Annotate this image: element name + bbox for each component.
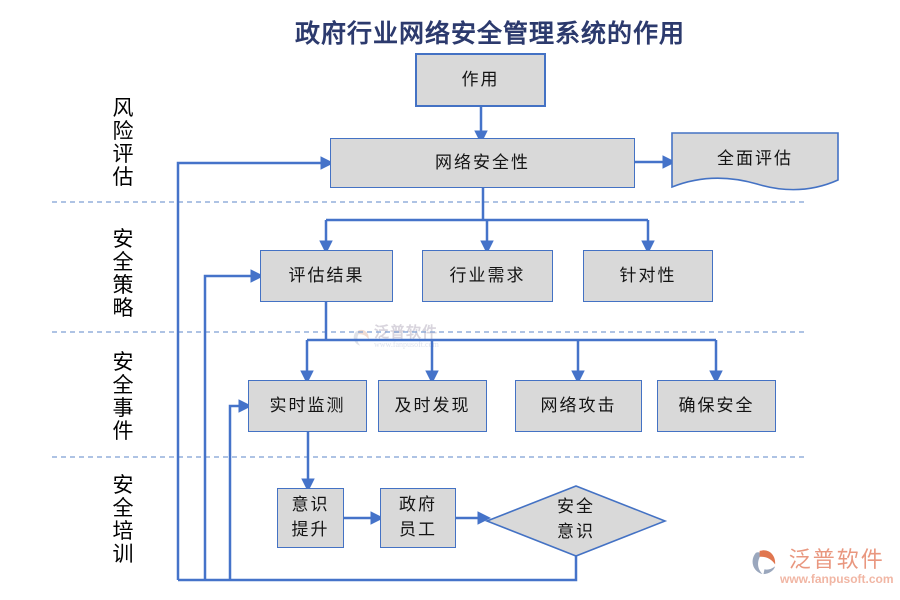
node-network-attack: 网络攻击	[515, 380, 642, 432]
node-timely-discovery: 及时发现	[378, 380, 487, 432]
section-label-security-incident: 安全事件	[112, 350, 134, 443]
node-awareness-improve: 意识 提升	[277, 488, 344, 548]
decision-diamond-security-awareness	[484, 485, 668, 557]
section-label-security-policy: 安全策略	[112, 227, 134, 320]
node-network-security: 网络安全性	[330, 138, 635, 188]
watermark: 泛普软件 www.fanpusoft.com	[352, 326, 439, 349]
document-shape-full-assessment	[671, 132, 839, 191]
page-title: 政府行业网络安全管理系统的作用	[294, 21, 685, 48]
watermark-name: 泛普软件	[374, 325, 439, 341]
label-full-assessment: 全面评估	[717, 148, 793, 168]
connectors	[176, 107, 723, 582]
connector-loop-to-realtime-monitor	[228, 399, 252, 580]
watermark-url: www.fanpusoft.com	[374, 340, 439, 349]
node-industry-demand: 行业需求	[422, 250, 553, 302]
node-targeted: 针对性	[583, 250, 713, 302]
section-label-security-training: 安全培训	[112, 473, 134, 566]
connector-loop-to-assessment-result	[203, 269, 264, 580]
brand-logo: 泛普软件 www.fanpusoft.com	[750, 549, 894, 585]
node-gov-staff: 政府 员工	[380, 488, 456, 548]
brand-logo-icon	[752, 550, 776, 575]
node-realtime-monitor: 实时监测	[248, 380, 367, 432]
brand-url: www.fanpusoft.com	[780, 572, 894, 586]
label-security-awareness: 安全 意识	[557, 497, 595, 541]
connector-loop-bottom	[178, 556, 578, 582]
node-ensure-safety: 确保安全	[657, 380, 776, 432]
section-label-risk-assessment: 风险评估	[112, 96, 134, 189]
node-purpose: 作用	[415, 53, 546, 107]
node-assessment-result: 评估结果	[260, 250, 393, 302]
brand-name: 泛普软件	[788, 547, 885, 572]
connector-loop-to-network-security	[176, 156, 334, 580]
